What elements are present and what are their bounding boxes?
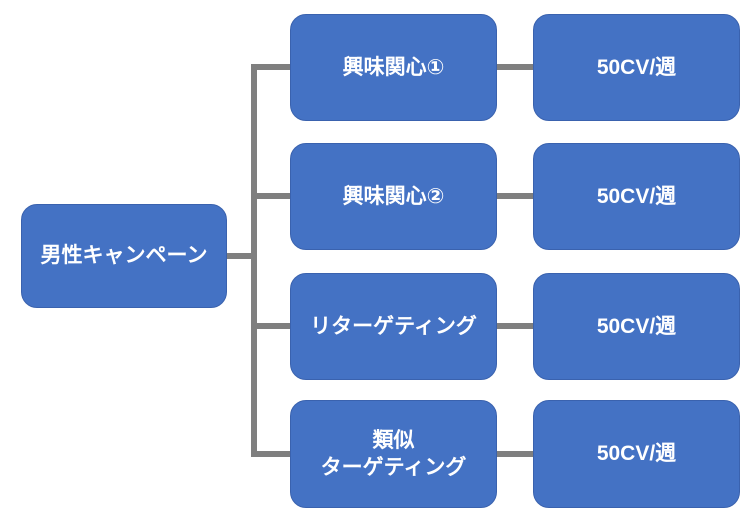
node-target-3: 50CV/週 bbox=[533, 273, 740, 380]
connector-link-row-4 bbox=[496, 451, 534, 457]
node-adgroup-3-label: リターゲティング bbox=[310, 314, 477, 338]
node-adgroup-3: リターゲティング bbox=[290, 273, 497, 380]
node-adgroup-1: 興味関心① bbox=[290, 14, 497, 121]
node-adgroup-2: 興味関心② bbox=[290, 143, 497, 250]
node-adgroup-1-label: 興味関心① bbox=[342, 55, 445, 79]
connector-branch-row-4 bbox=[251, 451, 290, 457]
connector-link-row-3 bbox=[496, 323, 534, 329]
connector-link-row-2 bbox=[496, 193, 534, 199]
node-adgroup-4-label: 類似 ターゲティング bbox=[320, 428, 467, 479]
node-adgroup-4: 類似 ターゲティング bbox=[290, 400, 497, 508]
node-campaign: 男性キャンペーン bbox=[21, 204, 227, 308]
node-target-3-label: 50CV/週 bbox=[596, 314, 677, 338]
node-target-2: 50CV/週 bbox=[533, 143, 740, 250]
connector-root-branch bbox=[227, 253, 257, 259]
connector-branch-row-3 bbox=[251, 323, 290, 329]
connector-branch-row-1 bbox=[251, 64, 290, 70]
connector-link-row-1 bbox=[496, 64, 534, 70]
node-target-4-label: 50CV/週 bbox=[596, 442, 677, 466]
node-target-1: 50CV/週 bbox=[533, 14, 740, 121]
connector-branch-row-2 bbox=[251, 193, 290, 199]
node-target-1-label: 50CV/週 bbox=[596, 55, 677, 79]
node-target-4: 50CV/週 bbox=[533, 400, 740, 508]
node-adgroup-2-label: 興味関心② bbox=[342, 184, 445, 208]
connector-trunk bbox=[251, 64, 257, 457]
node-target-2-label: 50CV/週 bbox=[596, 184, 677, 208]
node-campaign-label: 男性キャンペーン bbox=[40, 244, 208, 268]
